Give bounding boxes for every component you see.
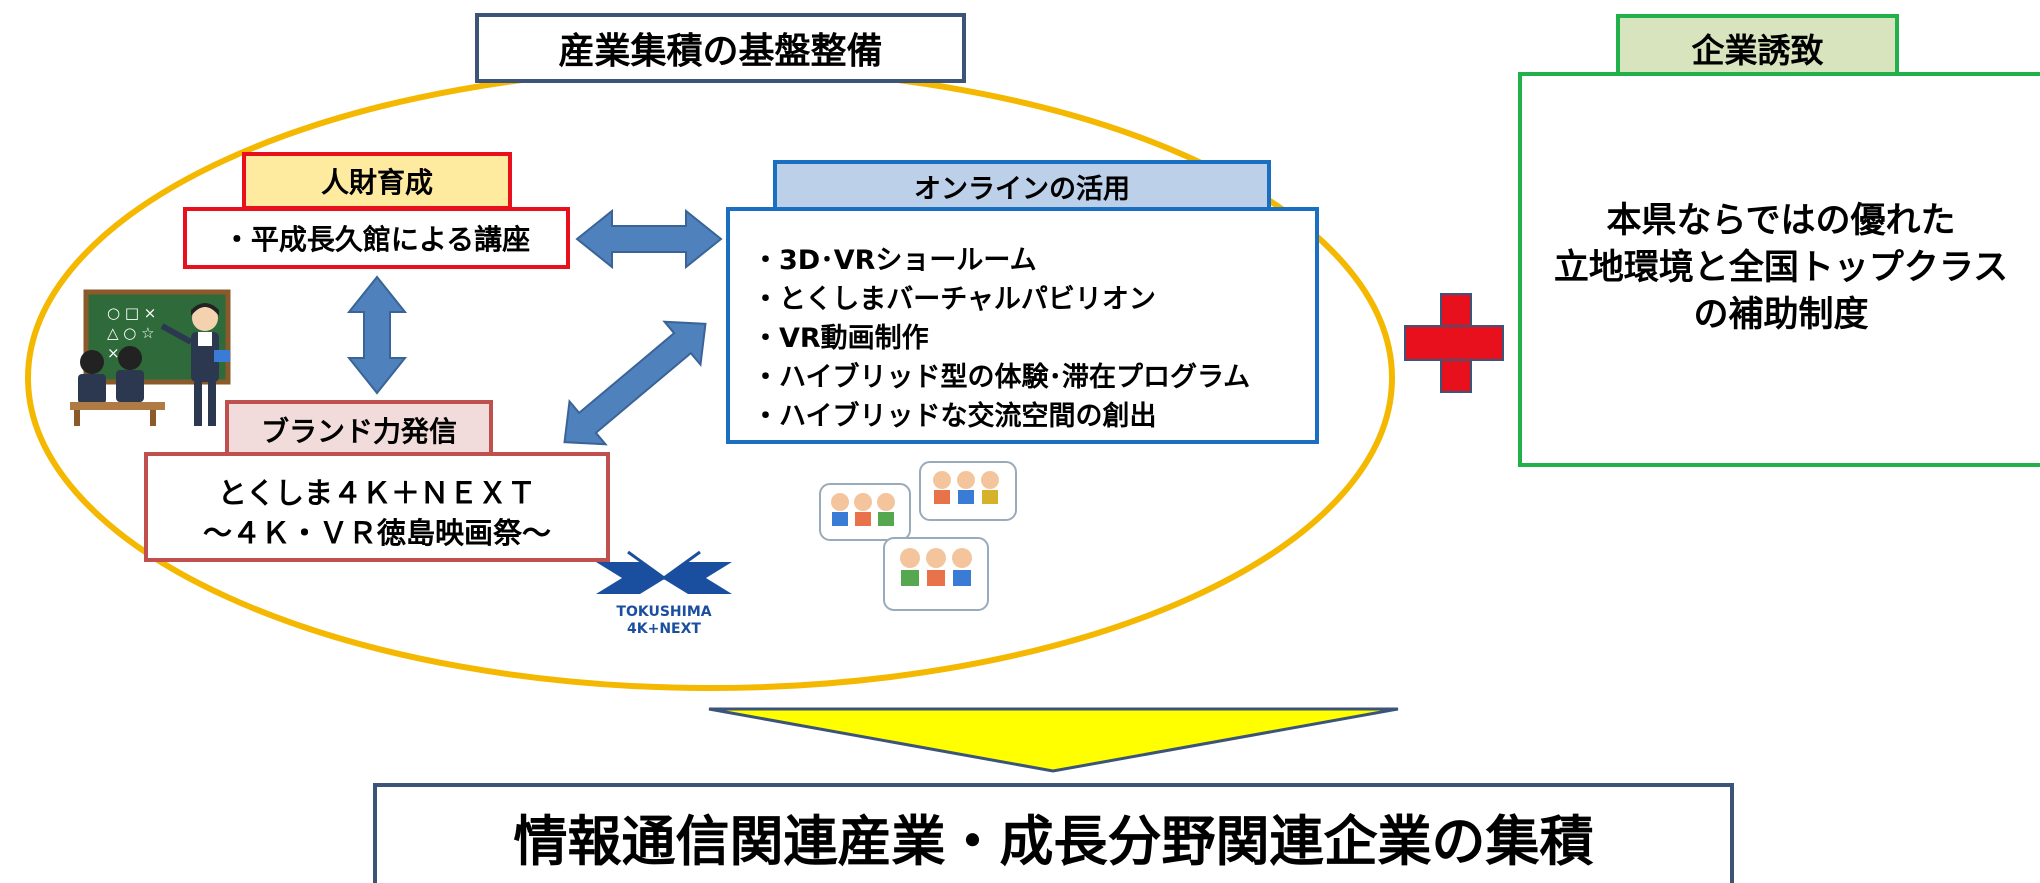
logo-line: TOKUSHIMA [616, 604, 712, 620]
infra-title-text: 産業集積の基盤整備 [558, 31, 883, 72]
online-item: ・ハイブリッド型の体験･滞在プログラム [752, 362, 1251, 393]
hr-title-text: 人財育成 [320, 166, 433, 199]
attraction-title: 企業誘致 [1616, 14, 1899, 82]
online-title-text: オンラインの活用 [914, 173, 1130, 205]
attraction-line: 本県ならではの優れた [1606, 201, 1956, 241]
infra-title: 産業集積の基盤整備 [475, 13, 966, 83]
brand-title-text: ブランド力発信 [260, 415, 457, 448]
double-arrow-icon [563, 320, 707, 446]
hr-title: 人財育成 [242, 152, 512, 210]
online-item: ・3D･VRショールーム [752, 245, 1037, 276]
hr-box: ・平成長久館による講座 [183, 207, 570, 269]
brand-title: ブランド力発信 [225, 400, 493, 460]
online-item: ・ハイブリッドな交流空間の創出 [752, 401, 1157, 432]
online-item: ・VR動画制作 [752, 323, 929, 354]
online-title: オンラインの活用 [773, 160, 1271, 212]
attraction-line: の補助制度 [1693, 295, 1869, 335]
attraction-box: 本県ならではの優れた 立地環境と全国トップクラス の補助制度 [1518, 72, 2040, 467]
hr-body-text: ・平成長久館による講座 [222, 223, 531, 256]
teacher-illustration: ○ □ × △ ○ ☆ × ☆ [70, 289, 231, 426]
logo-line: 4K+NEXT [627, 621, 701, 637]
online-meeting-illustration [819, 461, 1017, 611]
result-box: 情報通信関連産業・成長分野関連企業の集積 [373, 783, 1734, 883]
tokushima-logo-text: TOKUSHIMA 4K+NEXT [602, 604, 726, 638]
double-arrow-icon [346, 275, 408, 395]
tokushima-logo-icon [596, 550, 732, 594]
result-text: 情報通信関連産業・成長分野関連企業の集積 [513, 810, 1594, 873]
down-triangle-icon [708, 707, 1399, 773]
attraction-line: 立地環境と全国トップクラス [1553, 248, 2009, 288]
brand-box: とくしま４Ｋ＋ＮＥＸＴ ～４Ｋ・ＶＲ徳島映画祭～ [144, 452, 610, 562]
plus-icon [1404, 293, 1504, 393]
svg-text:△ ○ ☆: △ ○ ☆ [107, 324, 155, 342]
brand-line: とくしま４Ｋ＋ＮＥＸＴ [217, 476, 537, 510]
attraction-title-text: 企業誘致 [1691, 31, 1824, 70]
online-box: ・3D･VRショールーム ・とくしまバーチャルパビリオン ・VR動画制作 ・ハイ… [726, 207, 1319, 444]
brand-line: ～４Ｋ・ＶＲ徳島映画祭～ [202, 516, 551, 550]
double-arrow-icon [575, 208, 723, 270]
online-item: ・とくしまバーチャルパビリオン [752, 284, 1156, 315]
svg-text:○ □ ×: ○ □ × [107, 304, 156, 322]
